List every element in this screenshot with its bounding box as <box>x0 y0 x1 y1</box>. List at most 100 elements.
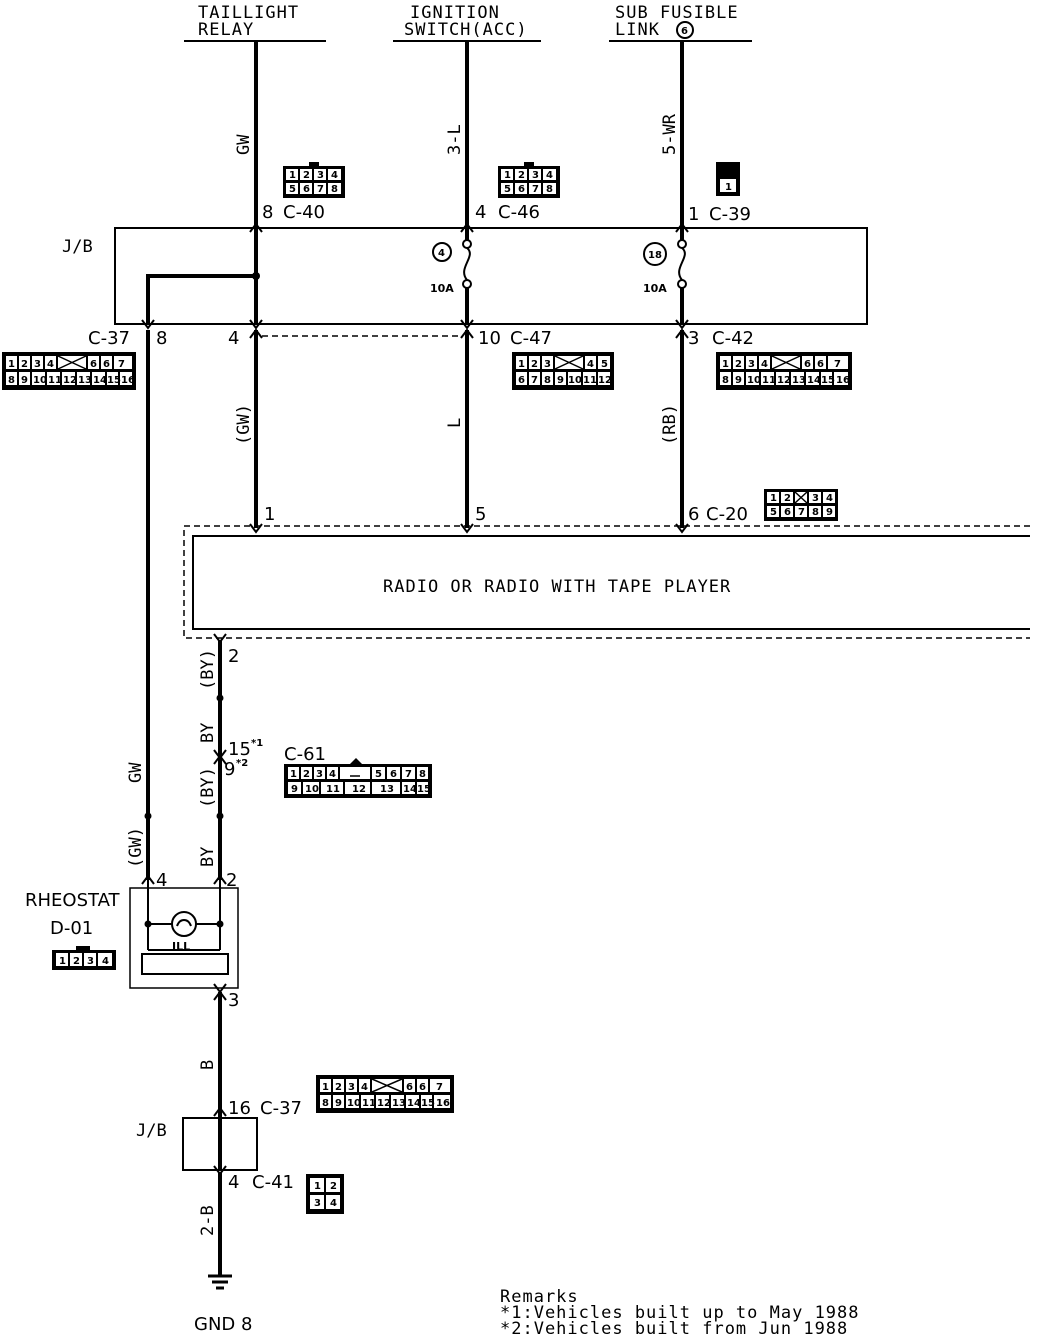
source-taillight-line1: TAILLIGHT <box>198 3 299 23</box>
svg-text:4: 4 <box>331 170 338 181</box>
svg-text:10: 10 <box>305 784 319 795</box>
svg-text:14: 14 <box>403 784 417 795</box>
svg-text:10: 10 <box>568 375 582 386</box>
svg-text:7: 7 <box>436 1082 443 1093</box>
svg-text:9: 9 <box>557 375 564 386</box>
svg-text:10: 10 <box>747 375 761 386</box>
svg-text:11: 11 <box>362 1098 376 1109</box>
pin-5-radio: 5 <box>475 504 486 525</box>
rheostat-label: RHEOSTAT <box>25 890 121 911</box>
svg-text:6: 6 <box>419 1082 426 1093</box>
svg-text:13: 13 <box>78 375 92 386</box>
svg-text:4: 4 <box>361 1082 368 1093</box>
svg-text:1: 1 <box>518 359 525 370</box>
rheostat-box <box>129 887 239 989</box>
rheostat-resistor <box>141 953 229 975</box>
source-taillight-relay: TAILLIGHT RELAY <box>184 3 326 42</box>
svg-text:15: 15 <box>821 375 835 386</box>
svg-text:6: 6 <box>804 359 811 370</box>
svg-text:15: 15 <box>421 1098 435 1109</box>
pin-6-radio: 6 <box>688 504 699 525</box>
svg-text:7: 7 <box>118 359 125 370</box>
svg-text:10: 10 <box>347 1098 361 1109</box>
pin-16-c37: 16 <box>228 1098 251 1119</box>
svg-text:1: 1 <box>59 956 66 967</box>
svg-text:4: 4 <box>761 359 768 370</box>
wire-label-gw-top: GW <box>234 134 254 155</box>
junction-box-top <box>114 227 868 325</box>
svg-text:3: 3 <box>348 1082 355 1093</box>
source-sub-fusible-link: SUB FUSIBLE LINK 6 <box>609 3 752 42</box>
pin-3-c42: 3 <box>688 328 699 349</box>
wire-label-rb: (RB) <box>660 404 680 445</box>
svg-text:6: 6 <box>817 359 824 370</box>
pin-4-rheostat: 4 <box>156 870 167 891</box>
jb-bottom-label: J/B <box>136 1121 167 1141</box>
svg-text:6: 6 <box>90 359 97 370</box>
svg-text:6: 6 <box>518 184 525 195</box>
wire-label-gw-paren: (GW) <box>234 404 254 445</box>
svg-text:14: 14 <box>807 375 821 386</box>
svg-text:2: 2 <box>531 359 538 370</box>
connector-label-c61: C-61 <box>284 744 326 765</box>
svg-text:8: 8 <box>331 184 338 195</box>
svg-text:9: 9 <box>21 375 28 386</box>
ground-label: GND 8 <box>194 1314 252 1335</box>
svg-text:12: 12 <box>63 375 77 386</box>
svg-text:8: 8 <box>544 375 551 386</box>
connector-label-c40: C-40 <box>283 202 325 223</box>
svg-text:11: 11 <box>48 375 62 386</box>
svg-text:4: 4 <box>329 769 336 780</box>
radio-label: RADIO OR RADIO WITH TAPE PLAYER <box>383 577 731 597</box>
svg-text:12: 12 <box>598 375 612 386</box>
pin-1-c39: 1 <box>688 204 699 225</box>
svg-text:11: 11 <box>762 375 776 386</box>
pin-10-c47: 10 <box>478 328 501 349</box>
ground-icon <box>208 1274 232 1290</box>
svg-text:3: 3 <box>812 493 819 504</box>
remark-2: *2:Vehicles built from Jun 1988 <box>500 1319 848 1338</box>
svg-text:3: 3 <box>87 956 94 967</box>
ill-bulb-icon <box>171 911 197 937</box>
fuse-2-rating: 10A <box>643 282 667 295</box>
svg-text:7: 7 <box>317 184 324 195</box>
fusible-badge-number: 6 <box>681 26 688 37</box>
wire-label-gw-left: GW <box>126 762 146 783</box>
svg-text:2: 2 <box>735 359 742 370</box>
svg-text:1: 1 <box>8 359 15 370</box>
fuse-1-rating: 10A <box>430 282 454 295</box>
svg-text:2: 2 <box>330 1181 337 1192</box>
svg-text:6: 6 <box>103 359 110 370</box>
pin-9-c61: 9 <box>224 759 235 780</box>
svg-text:8: 8 <box>722 375 729 386</box>
svg-text:13: 13 <box>380 784 394 795</box>
svg-text:5: 5 <box>375 769 382 780</box>
svg-text:14: 14 <box>407 1098 421 1109</box>
svg-text:15: 15 <box>417 784 431 795</box>
fuse-4-10a: 4 10A <box>430 228 472 324</box>
svg-text:4: 4 <box>826 493 833 504</box>
svg-text:6: 6 <box>390 769 397 780</box>
svg-text:14: 14 <box>93 375 107 386</box>
radio-box <box>192 535 1030 630</box>
svg-text:2: 2 <box>518 170 525 181</box>
pin-4-c41: 4 <box>228 1172 239 1193</box>
svg-text:16: 16 <box>436 1098 450 1109</box>
svg-text:1: 1 <box>770 493 777 504</box>
svg-text:8: 8 <box>419 769 426 780</box>
svg-text:2: 2 <box>73 956 80 967</box>
svg-text:8: 8 <box>812 507 819 518</box>
connector-label-c47: C-47 <box>510 328 552 349</box>
svg-text:5: 5 <box>601 359 608 370</box>
svg-text:13: 13 <box>792 375 806 386</box>
connector-label-c41: C-41 <box>252 1172 294 1193</box>
svg-text:4: 4 <box>587 359 594 370</box>
svg-text:1: 1 <box>314 1181 321 1192</box>
wire-label-by-paren-2: (BY) <box>198 767 218 808</box>
svg-text:1: 1 <box>504 170 511 181</box>
